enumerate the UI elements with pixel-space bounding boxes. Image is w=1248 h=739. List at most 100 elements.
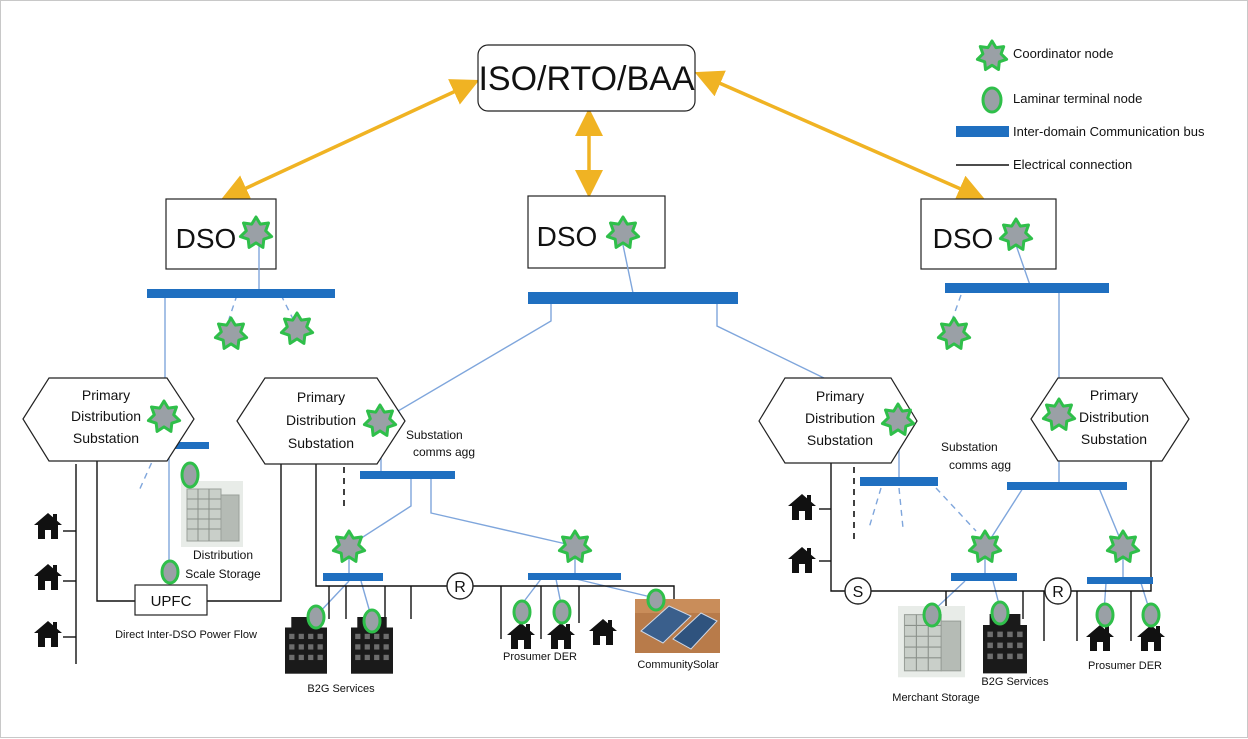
legend-laminar-label: Laminar terminal node [1013,91,1142,106]
dashed-electrical [343,467,855,539]
coordinator-node-icon [998,217,1034,251]
iso-rto-baa-box: ISO/RTO/BAA [477,44,696,112]
arrow-left-dso [220,79,480,201]
coordinator-node-icon [936,316,972,350]
dso-box-center: DSO [527,195,666,269]
house-icon [788,547,816,573]
bus-comms-agg-center [360,471,455,479]
arrow-right-dso [694,70,986,202]
legend-bus-swatch [956,126,1009,137]
substation-right-a: Primary Distribution Substation [758,377,918,464]
legend: Coordinator node Laminar terminal node I… [956,39,1205,172]
solar-panel-icon [635,599,720,653]
coordinator-node-icon [967,529,1003,563]
substation-line2: Distribution [286,412,356,428]
b2g-label: B2G Services [981,676,1049,688]
substation-line3: Substation [73,430,139,446]
house-icon [34,513,62,539]
upfc-box: UPFC [134,584,208,616]
comm-buses [147,283,1153,584]
community-solar-label: CommunitySolar [637,659,719,671]
switch-right: S [844,577,872,605]
iso-label: ISO/RTO/BAA [478,60,694,98]
substation-line1: Primary [82,387,130,403]
substation-line2: Distribution [1079,409,1149,425]
dso-label: DSO [176,223,237,254]
legend-coordinator-icon [975,39,1009,71]
bus-comms-agg-right [860,477,938,486]
recloser-right: R [1044,577,1072,605]
bus-feeder-prosumer [528,573,621,580]
coordinator-node-icon [975,39,1009,71]
bus-dso-center [528,292,738,304]
substation-line2: Distribution [71,408,141,424]
house-icon [547,623,575,649]
bus-dso-left [147,289,335,298]
laminar-nodes [160,461,1161,634]
storage-building-icon [180,480,244,548]
substation-line3: Substation [1081,431,1147,447]
comms-agg-line1: Substation [406,428,463,442]
coordinator-node-icon [557,529,593,563]
coordinator-node-icon [880,402,916,436]
coordinator-node-icon [213,316,249,350]
comms-agg-line2: comms agg [949,458,1011,472]
house-icon [34,564,62,590]
dist-storage-line1: Distribution [193,548,253,562]
svg-text:R: R [454,579,466,596]
coordinator-node-icon [1105,529,1141,563]
house-icon [34,621,62,647]
bus-substation-left [149,442,209,449]
coordinator-node-icon [279,311,315,345]
electrical-lines [63,456,1152,664]
laminar-node-icon [981,86,1003,114]
upfc-label: UPFC [151,593,192,610]
house-icon [1137,625,1165,651]
laminar-node-icon [160,559,180,585]
coordinator-node-icon [238,215,274,249]
legend-electrical-label: Electrical connection [1013,157,1132,172]
substation-line3: Substation [288,435,354,451]
legend-coordinator-label: Coordinator node [1013,46,1113,61]
legend-bus-label: Inter-domain Communication bus [1013,124,1205,139]
bus-feeder-merchant [951,573,1017,581]
legend-laminar-icon [981,86,1003,114]
svg-text:S: S [853,584,864,601]
laminar-node-icon [1141,602,1161,628]
recloser-center: R [446,572,474,600]
coordinator-nodes [146,215,1141,563]
prosumer-label: Prosumer DER [1088,660,1162,672]
coordinator-node-icon [331,529,367,563]
substation-right-b: Primary Distribution Substation [1030,377,1190,462]
dso-label: DSO [933,223,994,254]
substation-line1: Primary [816,388,864,404]
dso-box-right: DSO [920,198,1057,270]
b2g-label: B2G Services [307,683,375,695]
laminar-node-icon [990,600,1010,626]
substation-left: Primary Distribution Substation [22,377,195,462]
dist-storage-line2: Scale Storage [185,567,261,581]
house-icon [589,619,617,645]
iso-dso-arrows [220,70,986,202]
house-icon [1086,625,1114,651]
laminar-node-icon [1095,602,1115,628]
dso-label: DSO [537,221,598,252]
coordinator-node-icon [146,399,182,433]
laminar-node-icon [306,604,326,630]
bus-substation-right [1007,482,1127,490]
bus-feeder-b2g [323,573,383,581]
coordinator-node-icon [1041,397,1077,431]
svg-text:R: R [1052,584,1064,601]
house-icon [507,623,535,649]
substation-line2: Distribution [805,410,875,426]
laminar-node-icon [362,608,382,634]
laminar-node-icon [512,599,532,625]
coordinator-node-icon [362,403,398,437]
coordinator-node-icon [605,215,641,249]
laminar-node-icon [646,588,666,612]
substation-center: Primary Distribution Substation [236,377,406,465]
comms-agg-line2: comms agg [413,445,475,459]
bus-dso-right [945,283,1109,293]
